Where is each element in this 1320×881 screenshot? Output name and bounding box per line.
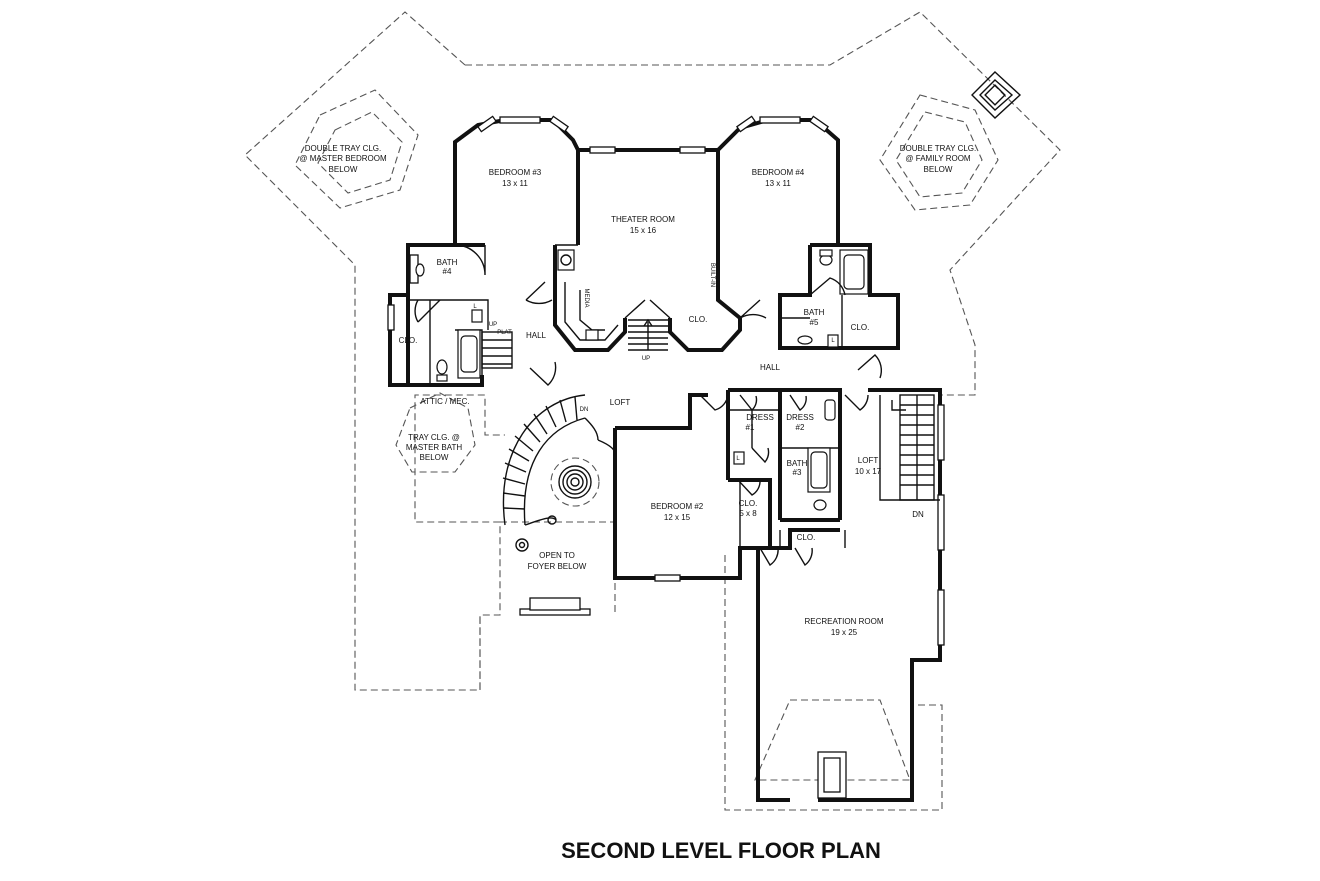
bedroom4-size: 13 x 11 xyxy=(765,179,791,188)
theater-steps xyxy=(628,318,668,351)
loft-right-size: 10 x 17 xyxy=(855,467,882,476)
linen-bath3: L xyxy=(736,456,740,462)
built-in-label: BUILT-IN xyxy=(709,263,715,287)
clo-left: CLO. xyxy=(399,336,418,345)
linen-right: L xyxy=(831,338,835,344)
foyer-chandelier xyxy=(550,457,600,507)
doors xyxy=(414,244,883,567)
note-master-bath-2: MASTER BATH xyxy=(406,443,463,452)
clo-5x8-size: 5 x 8 xyxy=(739,509,757,518)
tray-ceiling-master-bedroom xyxy=(294,89,419,209)
note-master-bedroom-2: @ MASTER BEDROOM xyxy=(299,154,387,163)
up-left: UP xyxy=(489,322,497,328)
note-family-room-3: BELOW xyxy=(924,165,953,174)
open-foyer-line2: FOYER BELOW xyxy=(528,562,587,571)
bath4-name: BATH xyxy=(437,258,458,267)
curved-staircase xyxy=(502,394,616,552)
hall-left: HALL xyxy=(526,331,547,340)
linen-left: L xyxy=(473,304,477,310)
dn-stair: DN xyxy=(580,407,589,413)
tray-ceiling-master-bath xyxy=(395,392,476,473)
ceiling-notes: DOUBLE TRAY CLG. @ MASTER BEDROOM BELOW … xyxy=(299,144,976,462)
bedroom4-name: BEDROOM #4 xyxy=(752,168,805,177)
dress1-name: DRESS xyxy=(746,413,774,422)
clo-theater: CLO. xyxy=(689,315,708,324)
plan-title: SECOND LEVEL FLOOR PLAN xyxy=(561,838,881,863)
dress2-name: DRESS xyxy=(786,413,814,422)
up-theater: UP xyxy=(642,356,650,362)
chimney-cap xyxy=(971,71,1022,119)
bath5-name: BATH xyxy=(804,308,825,317)
room-labels: BEDROOM #3 13 x 11 THEATER ROOM 15 x 16 … xyxy=(399,168,924,637)
note-master-bath-3: BELOW xyxy=(420,453,449,462)
recreation-name: RECREATION ROOM xyxy=(805,617,884,626)
bath5-num: #5 xyxy=(810,318,819,327)
note-family-room-1: DOUBLE TRAY CLG. xyxy=(900,144,976,153)
loft-center: LOFT xyxy=(610,398,631,407)
interior-walls xyxy=(408,244,940,548)
dress2-num: #2 xyxy=(796,423,805,432)
loft-right-name: LOFT xyxy=(858,456,879,465)
bedroom3-size: 13 x 11 xyxy=(502,179,528,188)
attic-stair xyxy=(481,331,513,369)
note-master-bedroom-3: BELOW xyxy=(329,165,358,174)
bath3-name: BATH xyxy=(787,459,808,468)
bath3-num: #3 xyxy=(793,468,802,477)
plumbing-fixtures xyxy=(415,249,869,511)
note-master-bedroom-1: DOUBLE TRAY CLG. xyxy=(305,144,381,153)
attic-label: ATTIC / MEC. xyxy=(420,397,469,406)
theater-name: THEATER ROOM xyxy=(611,215,675,224)
open-foyer-line1: OPEN TO xyxy=(539,551,575,560)
theater-size: 15 x 16 xyxy=(630,226,657,235)
note-master-bath-1: TRAY CLG. @ xyxy=(408,433,460,442)
tray-ceiling-family-room xyxy=(879,94,999,211)
windows xyxy=(387,115,945,799)
bedroom2-size: 12 x 15 xyxy=(664,513,691,522)
clo-bath5: CLO. xyxy=(851,323,870,332)
dn-right: DN xyxy=(912,510,924,519)
dress1-num: #1 xyxy=(746,423,755,432)
bedroom2-name: BEDROOM #2 xyxy=(651,502,704,511)
hall-right: HALL xyxy=(760,363,781,372)
plat-label: PLAT. xyxy=(497,330,513,336)
clo-bottom: CLO. xyxy=(797,533,816,542)
note-family-room-2: @ FAMILY ROOM xyxy=(905,154,971,163)
media-label: MEDIA xyxy=(583,288,589,307)
bath4-num: #4 xyxy=(443,267,452,276)
clo-5x8-name: CLO. xyxy=(739,499,758,508)
bedroom3-name: BEDROOM #3 xyxy=(489,168,542,177)
right-staircase xyxy=(891,394,935,501)
recreation-size: 19 x 25 xyxy=(831,628,858,637)
